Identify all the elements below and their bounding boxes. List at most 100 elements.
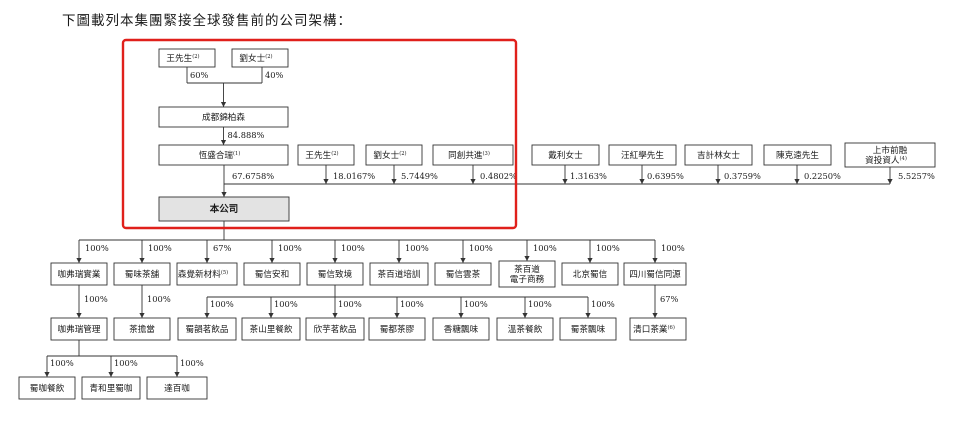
arrow-head-icon [221,192,227,197]
ownership-pct-dabaika: 100% [180,358,204,368]
ownership-pct-chabaidao_px: 100% [405,243,429,253]
ownership-pct-xiangtang: 100% [464,299,488,309]
arrow-head-icon [652,258,658,263]
ownership-pct-xinyu: 100% [338,299,362,309]
entity-kafeirui_mgmt: 咖弗瑞管理 [50,317,108,341]
entity-label: 王先生(2) [166,52,199,64]
entity-shuxinzhijing: 蜀信致境 [306,262,364,286]
entity-label: 蜀韻茗飲品 [186,323,229,335]
entity-box [81,376,141,400]
entity-box [684,144,753,166]
footnote-marker: (2) [331,150,338,157]
ownership-pct-chabaidao_ec: 100% [533,243,557,253]
entity-chashanli: 茶山里餐飲 [241,317,301,341]
entity-label: 劉女士(2) [373,149,406,161]
entity-box [297,144,355,166]
arrow-head-icon [794,179,800,184]
entity-label: 本公司 [210,203,239,215]
entity-label: 吉計林女士 [697,149,740,161]
entity-label: 恆盛合瑞(1) [199,149,241,161]
entity-box [561,262,619,286]
ownership-pct-shuyin: 100% [210,299,234,309]
entity-box [305,317,365,341]
entity-box [629,317,687,341]
entity-label: 劉女士(2) [239,52,272,64]
ownership-pct-shujia: 100% [50,358,74,368]
entity-company: 本公司 [158,196,290,222]
entity-label: 茶擔當 [129,323,155,335]
entity-box [496,317,554,341]
entity-chengdu: 成都錦柏森 [158,106,289,128]
ownership-pct-hengsheng: 84.888% [228,130,265,140]
entity-box [176,262,238,286]
entity-box [113,317,171,341]
arrow-head-icon [587,258,593,263]
ownership-pct-company: 0.6395% [647,171,684,181]
entity-box [365,144,423,166]
entity-ji: 吉計林女士 [684,144,753,166]
ownership-pct-company: 18.0167% [333,171,375,181]
ownership-pct-senjue: 67% [213,243,232,253]
ownership-pct-qinghe: 100% [114,358,138,368]
ownership-pct-chengdu: 60% [190,70,209,80]
arrow-head-icon [332,313,338,318]
entity-box [146,376,208,400]
entity-label: 王先生(2) [305,149,338,161]
entity-label: 蜀都茶膠 [380,323,415,335]
arrow-head-icon [585,313,591,318]
entity-sichuan: 四川蜀信同源 [623,262,687,286]
arrow-head-icon [220,102,227,107]
ownership-pct-chengdu: 40% [265,70,284,80]
entity-label: 蜀信雲茶 [446,268,481,280]
entity-label: 茶百道 [514,263,540,275]
ownership-pct-company: 5.7449% [401,171,438,181]
entity-shuxinanhe: 蜀信安和 [243,262,301,286]
arrow-head-icon [44,372,50,377]
arrow-head-icon [396,258,402,263]
arrow-head-icon [220,140,227,145]
entity-label: 電子商務 [510,273,545,285]
entity-box [241,317,301,341]
ownership-pct-sichuan: 100% [661,243,685,253]
ownership-pct-shuxinanhe: 100% [278,243,302,253]
entity-box [50,317,108,341]
entity-wang2: 王先生(2) [297,144,355,166]
entity-box [113,262,171,286]
entity-box [158,106,289,128]
entity-box [763,144,832,166]
ownership-pct-company: 67.6758% [232,171,274,181]
entity-label: 香糖飄味 [444,323,479,335]
entity-label: 蜀味茶舖 [125,268,160,280]
arrow-head-icon [394,313,400,318]
entity-liu2: 劉女士(2) [365,144,423,166]
entity-box [306,262,364,286]
entity-shuyin: 蜀韻茗飲品 [177,317,237,341]
entity-qinghe: 青和里蜀咖 [81,376,141,400]
entity-label: 成都錦柏森 [202,111,245,123]
entity-tongchuang: 同創共進(3) [432,144,514,166]
ownership-pct-company: 5.5257% [898,171,935,181]
entity-label: 陳克遠先生 [776,149,819,161]
entity-label: 上市前融 [873,144,908,156]
ownership-pct-shudu: 100% [400,299,424,309]
ownership-pct-company: 0.2250% [804,171,841,181]
arrow-head-icon [887,179,893,184]
entity-box [498,260,556,288]
arrow-head-icon [108,372,114,377]
entity-box [432,317,490,341]
entity-label: 蜀信致境 [318,268,353,280]
footnote-marker: (1) [233,150,240,157]
entity-label: 蜀茶飄味 [571,323,606,335]
arrow-head-icon [460,258,466,263]
entity-qingkou: 清口茶業(6) [629,317,687,341]
footnote-marker: (2) [192,53,199,60]
ownership-pct-chashanli: 100% [274,299,298,309]
entity-box [608,144,677,166]
arrow-head-icon [522,313,528,318]
arrow-head-icon [524,256,530,261]
entity-shudu: 蜀都茶膠 [368,317,426,341]
entity-liu1: 劉女士(2) [231,48,289,68]
arrow-head-icon [268,313,274,318]
